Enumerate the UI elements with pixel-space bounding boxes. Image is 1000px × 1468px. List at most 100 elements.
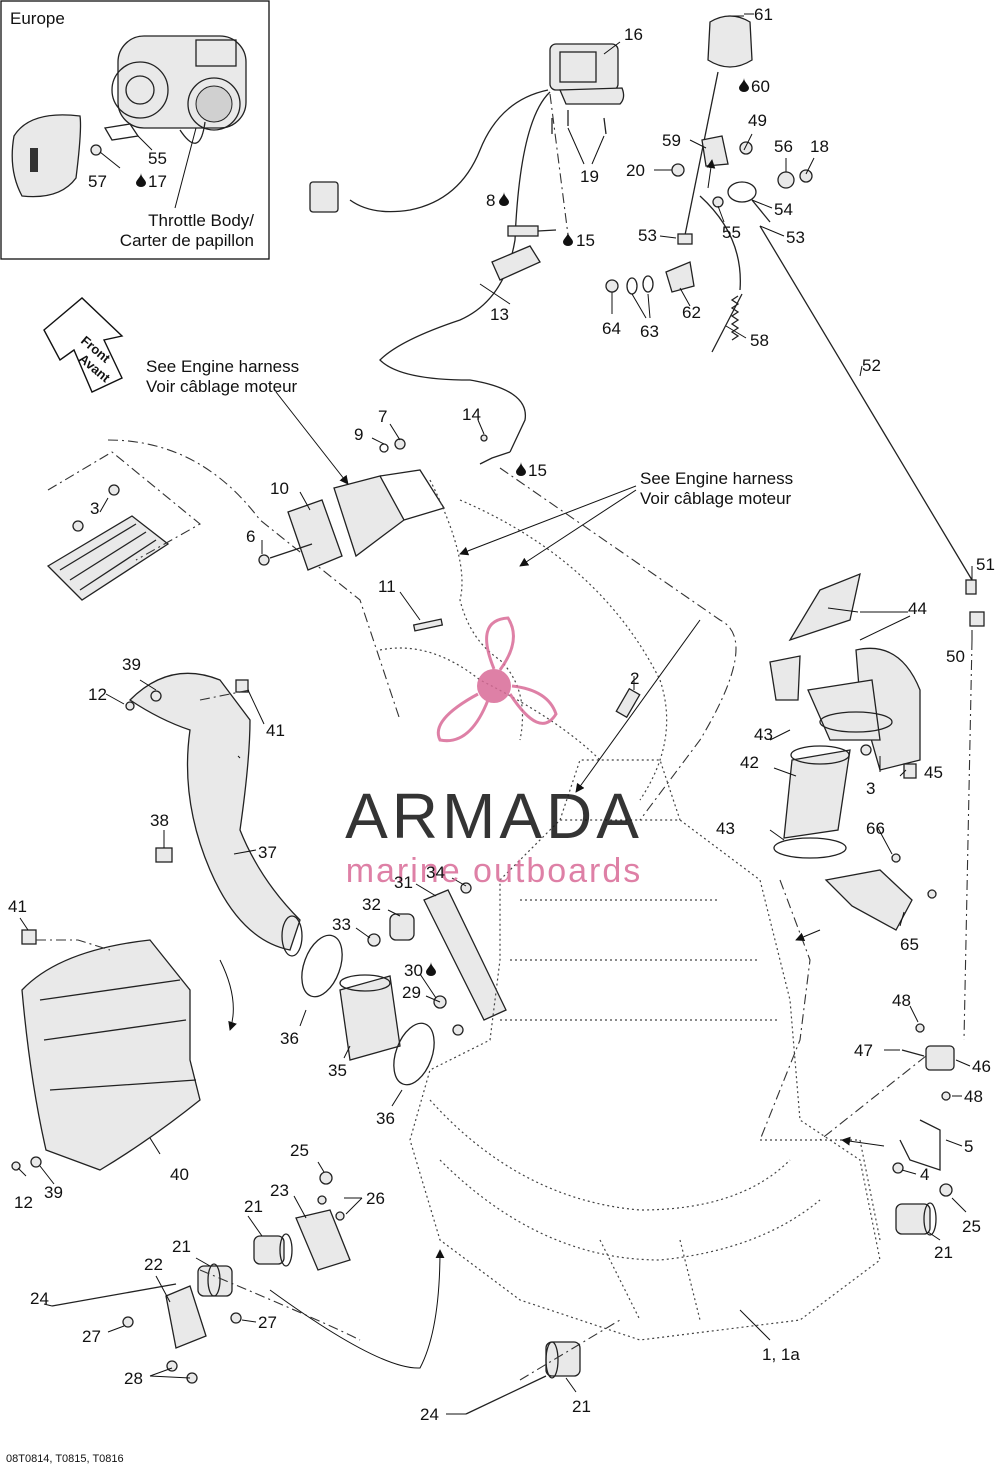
bolt-24a: [51, 1283, 177, 1307]
nut-34: [460, 882, 472, 894]
callout-31: 31: [394, 873, 413, 892]
callout-23: 23: [270, 1181, 289, 1200]
coupler-35: [339, 974, 401, 1061]
callout-41b: 41: [8, 897, 27, 916]
callout-21: 21: [244, 1197, 263, 1216]
clamp-43b: [773, 837, 847, 859]
propeller-logo-icon: [436, 616, 558, 743]
callout-39: 39: [122, 655, 141, 674]
callout-59: 59: [662, 131, 681, 150]
boot-13: [479, 245, 541, 305]
nut-55b: [712, 196, 724, 208]
callout-30: 30: [404, 961, 423, 980]
inset-region-label: Europe: [10, 9, 65, 28]
callout-46: 46: [972, 1057, 991, 1076]
connector-53: [677, 233, 693, 245]
screw-7: [394, 438, 406, 450]
shift-lever: [683, 71, 719, 241]
callout-40: 40: [170, 1165, 189, 1184]
callout-66: 66: [866, 819, 885, 838]
callout-25: 25: [290, 1141, 309, 1160]
screw-part-20: [90, 144, 121, 169]
bushing-56: [777, 171, 795, 189]
callout-11: 11: [378, 577, 396, 596]
bolt-27a: [122, 1316, 134, 1328]
nut-64: [605, 279, 619, 293]
leader-lines: [17, 15, 973, 1415]
ecm-bolt-a: [108, 484, 120, 496]
nut-50: [969, 611, 985, 627]
washer-63b: [642, 275, 654, 293]
callout-41: 41: [266, 721, 285, 740]
callout-32: 32: [362, 895, 381, 914]
mounting-pad-10: [287, 499, 343, 571]
clamp-36a: [301, 934, 343, 998]
callout-48b: 48: [964, 1087, 983, 1106]
bolt-30: [452, 1024, 464, 1036]
callout-21b: 21: [172, 1237, 191, 1256]
inset-caption-line1: Throttle Body/: [148, 211, 254, 230]
callout-labels: 16 61 60 59 49 56 18 20 19 8 15 53 55 54…: [8, 5, 995, 1424]
mount-21-upper: [253, 1233, 293, 1267]
mount-21-lower: [545, 1341, 581, 1379]
clamp-43a: [819, 711, 893, 733]
clip-45: [903, 763, 917, 779]
callout-10: 10: [270, 479, 289, 498]
harness-note-b-line1: See Engine harness: [640, 469, 793, 488]
callout-21c: 21: [934, 1243, 953, 1262]
ecm-module-3: [46, 515, 170, 601]
callout-36b: 36: [376, 1109, 395, 1128]
callout-61: 61: [754, 5, 773, 24]
heat-shield-40: [21, 939, 201, 1171]
watermark-brand: ARMADA: [345, 780, 643, 852]
intake-duct-37: [128, 672, 303, 957]
callout-48: 48: [892, 991, 911, 1010]
throttle-cable-13: [349, 89, 549, 213]
callout-34: 34: [426, 863, 445, 882]
callout-57: 20: [626, 161, 645, 180]
nut-25a: [319, 1171, 333, 1185]
callout-55b: 55: [722, 223, 741, 242]
callout-17: 19: [580, 167, 599, 186]
nut-55: [799, 169, 813, 183]
callout-21d: 21: [572, 1397, 591, 1416]
screw-66a: [891, 853, 901, 863]
callout-56: 56: [774, 137, 793, 156]
bolt-27b: [230, 1312, 242, 1324]
callout-22: 22: [144, 1255, 163, 1274]
callout-14: 14: [462, 405, 481, 424]
callout-19: 17: [148, 172, 167, 191]
callout-47: 47: [854, 1041, 873, 1060]
callout-62: 62: [682, 303, 701, 322]
callout-27b: 27: [258, 1313, 277, 1332]
link-54: [727, 181, 771, 223]
callout-44: 44: [908, 599, 927, 618]
harness-note-a-line2: Voir câblage moteur: [146, 377, 298, 396]
fitting-4: [892, 1162, 904, 1174]
bracket-22: [165, 1285, 207, 1349]
callout-60: 60: [751, 77, 770, 96]
callout-28: 28: [124, 1369, 143, 1388]
callout-52: 52: [862, 356, 881, 375]
callout-58: 58: [750, 331, 769, 350]
callout-4: 4: [920, 1165, 929, 1184]
airbox-cap-illustration: [11, 114, 82, 198]
callout-33: 33: [332, 915, 351, 934]
watermark-tagline: marine outboards: [346, 852, 643, 890]
callout-37: 37: [258, 843, 277, 862]
bolt-26a: [317, 1195, 327, 1205]
sensor-46: [925, 1045, 955, 1071]
callout-1-1a: 1, 1a: [762, 1345, 800, 1364]
control-unit: [333, 469, 446, 558]
harness-note-b-line2: Voir câblage moteur: [640, 489, 792, 508]
oil-drop-icon: [739, 78, 749, 92]
washer-49: [739, 141, 753, 155]
callout-64: 64: [602, 319, 621, 338]
clip-41b: [21, 929, 37, 945]
bracket-31: [423, 889, 507, 1021]
oil-drop-icon: [563, 232, 573, 246]
bolt-33: [367, 933, 381, 947]
callout-36: 36: [280, 1029, 299, 1048]
washer-39a: [150, 690, 162, 702]
washer-63a: [626, 277, 638, 295]
